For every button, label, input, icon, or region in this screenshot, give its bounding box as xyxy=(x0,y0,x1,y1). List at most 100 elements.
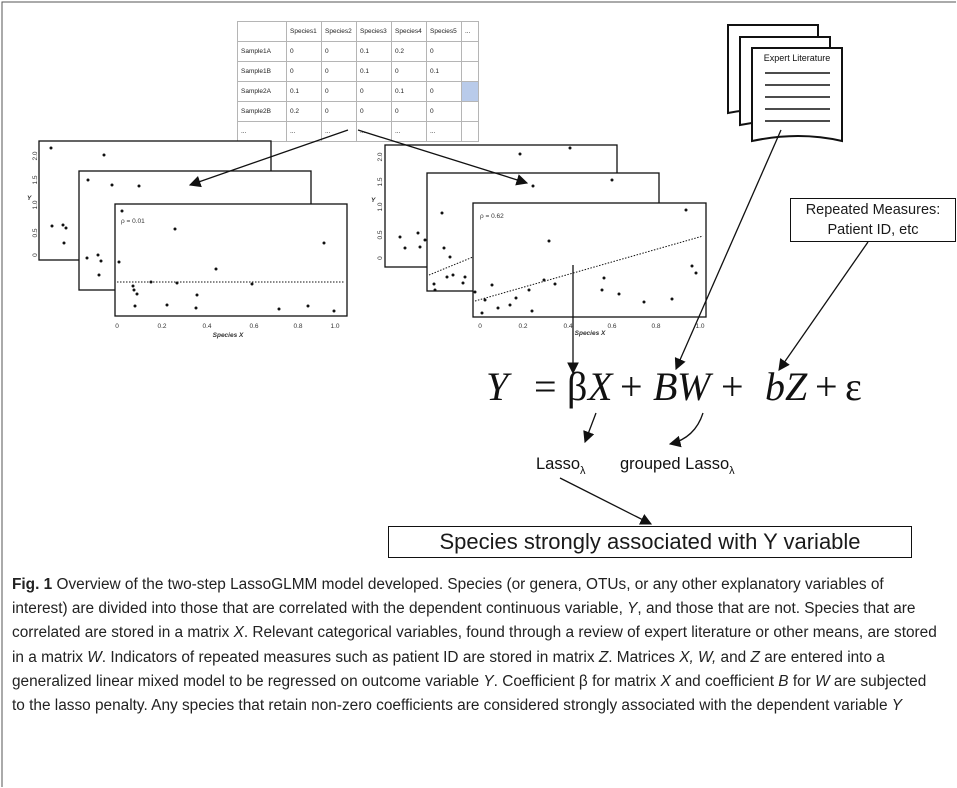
scatter-point xyxy=(527,288,531,292)
arrow-table-to-left-plots xyxy=(188,129,349,188)
eq-b-upper: B xyxy=(653,364,677,409)
scatter-point xyxy=(518,152,522,156)
x-tick-label: 0 xyxy=(115,323,119,330)
eq-z: Z xyxy=(785,364,808,409)
eq-epsilon: ε xyxy=(845,364,862,409)
arrow-literature-to-w xyxy=(674,129,782,371)
x-tick-label: 0 xyxy=(478,323,482,330)
caption-var: Y xyxy=(483,672,494,690)
scatter-point xyxy=(97,273,101,277)
scatter-point xyxy=(451,273,455,277)
scatter-point xyxy=(617,292,621,296)
expert-literature-label: Expert Literature xyxy=(764,53,831,63)
scatter-point xyxy=(684,208,688,212)
scatter-point xyxy=(694,271,698,275)
arrow-lasso-to-result xyxy=(559,477,653,525)
caption-text: are subjected to the lasso penalty. Any … xyxy=(12,672,927,715)
right-rho-label: ρ = 0.62 xyxy=(480,213,504,220)
y-tick-label: 1.5 xyxy=(32,175,39,184)
caption-var: W xyxy=(815,672,830,690)
scatter-point xyxy=(433,288,437,292)
y-tick-label: 2.0 xyxy=(32,151,39,160)
caption-text: and coefficient xyxy=(670,672,779,690)
right-x-axis-label: Species X xyxy=(575,330,606,337)
caption-var: Y xyxy=(627,600,638,618)
left-y-axis-label: Y xyxy=(27,195,32,202)
table-cell xyxy=(461,121,479,142)
table-row: .................. xyxy=(237,121,479,142)
eq-plus-3: + xyxy=(815,364,838,409)
scatter-point xyxy=(508,303,512,307)
scatter-point xyxy=(423,238,427,242)
scatter-point xyxy=(86,178,90,182)
eq-y: Y xyxy=(486,364,512,409)
eq-plus-2: + xyxy=(721,364,744,409)
y-tick-label: 0 xyxy=(32,253,39,257)
caption-var: Y xyxy=(891,697,903,715)
scatter-point xyxy=(547,239,551,243)
eq-w: W xyxy=(677,364,714,409)
left-front-panel xyxy=(114,203,348,317)
y-tick-label: 1.5 xyxy=(377,177,384,186)
scatter-point xyxy=(416,231,420,235)
eq-plus-1: + xyxy=(620,364,643,409)
scatter-point xyxy=(173,227,177,231)
scatter-point xyxy=(432,282,436,286)
connector-arrows xyxy=(188,129,869,525)
scatter-point xyxy=(137,184,141,188)
x-tick-label: 0.6 xyxy=(607,323,616,330)
scatter-point xyxy=(670,297,674,301)
x-tick-label: 0.4 xyxy=(202,323,211,330)
scatter-point xyxy=(64,226,68,230)
scatter-point xyxy=(602,276,606,280)
caption-text: . Indicators of repeated measures such a… xyxy=(101,648,599,666)
scatter-point xyxy=(442,246,446,250)
scatter-point xyxy=(50,224,54,228)
scatter-point xyxy=(250,282,254,286)
caption-text: . Coefficient β for matrix xyxy=(493,672,661,690)
scatter-point xyxy=(403,246,407,250)
eq-b-lower: b xyxy=(765,364,785,409)
scatter-point xyxy=(463,275,467,279)
scatter-point xyxy=(214,267,218,271)
scatter-point xyxy=(461,281,465,285)
x-tick-label: 0.8 xyxy=(651,323,660,330)
lasso-label: Lassoλ xyxy=(536,455,586,477)
scatter-point xyxy=(62,241,66,245)
caption-var: X, W, xyxy=(679,648,717,666)
scatter-point xyxy=(194,306,198,310)
caption-text: for xyxy=(788,672,816,690)
right-front-panel xyxy=(472,202,707,318)
caption-var: W xyxy=(87,648,102,666)
caption-text: Overview of the two-step LassoGLMM model… xyxy=(12,576,884,618)
caption-var: X xyxy=(233,624,244,642)
scatter-point xyxy=(398,235,402,239)
eq-beta: β xyxy=(567,364,587,409)
repeated-measures-line2: Patient ID, etc xyxy=(827,222,919,238)
x-tick-label: 0.2 xyxy=(518,323,527,330)
scatter-point xyxy=(135,292,139,296)
caption-var: Z xyxy=(598,648,609,666)
scatter-point xyxy=(117,260,121,264)
right-fit-line xyxy=(474,235,704,302)
x-tick-label: 0.6 xyxy=(249,323,258,330)
model-equation: Y = β X + B W + b Z + ε xyxy=(486,364,862,409)
scatter-point xyxy=(131,284,135,288)
caption-text: are entered into a generalized linear mi… xyxy=(12,648,885,690)
x-tick-label: 0.8 xyxy=(293,323,302,330)
arrow-w-to-grouped-lasso xyxy=(668,412,704,448)
scatter-point xyxy=(496,306,500,310)
expert-literature-document-icon: Expert Literature xyxy=(727,24,843,143)
caption-var: Z xyxy=(750,648,760,666)
caption-text: . Relevant categorical variables, found … xyxy=(12,624,937,666)
scatter-point xyxy=(610,178,614,182)
caption-text: and xyxy=(716,648,751,666)
scatter-point xyxy=(553,282,557,286)
scatter-point xyxy=(530,309,534,313)
